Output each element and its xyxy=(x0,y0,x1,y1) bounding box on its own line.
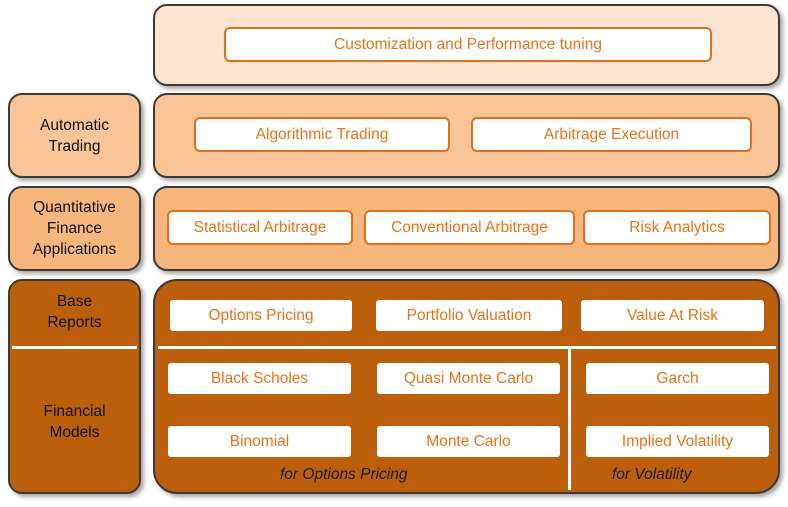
monte-carlo-box: Monte Carlo xyxy=(377,426,560,457)
quasi-monte-carlo-box: Quasi Monte Carlo xyxy=(377,363,560,394)
implied-volatility-box: Implied Volatility xyxy=(586,426,769,457)
statistical-arbitrage-box: Statistical Arbitrage xyxy=(167,210,353,245)
volatility-caption: for Volatility xyxy=(612,466,692,483)
automatic-trading-side-panel xyxy=(8,93,141,178)
base-reports-label-line1: Base xyxy=(56,293,93,310)
algorithmic-trading-box: Algorithmic Trading xyxy=(194,117,450,152)
garch-box: Garch xyxy=(586,363,769,394)
value-at-risk-box: Value At Risk xyxy=(581,300,764,331)
options-pricing-box: Options Pricing xyxy=(170,300,352,331)
binomial-box: Binomial xyxy=(168,426,351,457)
automatic-trading-side-label: Automatic Trading xyxy=(8,93,141,178)
quant-finance-label-line2: Finance xyxy=(46,220,103,237)
base-reports-side-label: Base Reports xyxy=(8,281,141,343)
options-pricing-caption: for Options Pricing xyxy=(280,466,408,483)
risk-analytics-box: Risk Analytics xyxy=(583,210,771,245)
automatic-trading-label-line2: Trading xyxy=(48,137,101,155)
side-divider xyxy=(12,346,137,349)
base-divider xyxy=(158,346,776,349)
models-divider xyxy=(568,349,571,490)
black-scholes-box: Black Scholes xyxy=(168,363,351,394)
arbitrage-execution-box: Arbitrage Execution xyxy=(471,117,752,152)
quant-finance-label-line3: Applications xyxy=(32,241,117,258)
quant-finance-side-panel xyxy=(8,186,141,271)
customization-box: Customization and Performance tuning xyxy=(224,27,712,62)
automatic-trading-label-line1: Automatic xyxy=(40,116,109,134)
conventional-arbitrage-box: Conventional Arbitrage xyxy=(364,210,575,245)
portfolio-valuation-box: Portfolio Valuation xyxy=(376,300,562,331)
quant-finance-label-line1: Quantitative xyxy=(33,199,116,216)
base-side-panel xyxy=(8,279,141,494)
financial-models-label-line2: Models xyxy=(49,424,100,441)
base-reports-label-line2: Reports xyxy=(47,314,102,331)
financial-models-label-line1: Financial xyxy=(43,403,106,420)
financial-models-side-label: Financial Models xyxy=(8,352,141,492)
quant-finance-side-label: Quantitative Finance Applications xyxy=(8,186,141,271)
